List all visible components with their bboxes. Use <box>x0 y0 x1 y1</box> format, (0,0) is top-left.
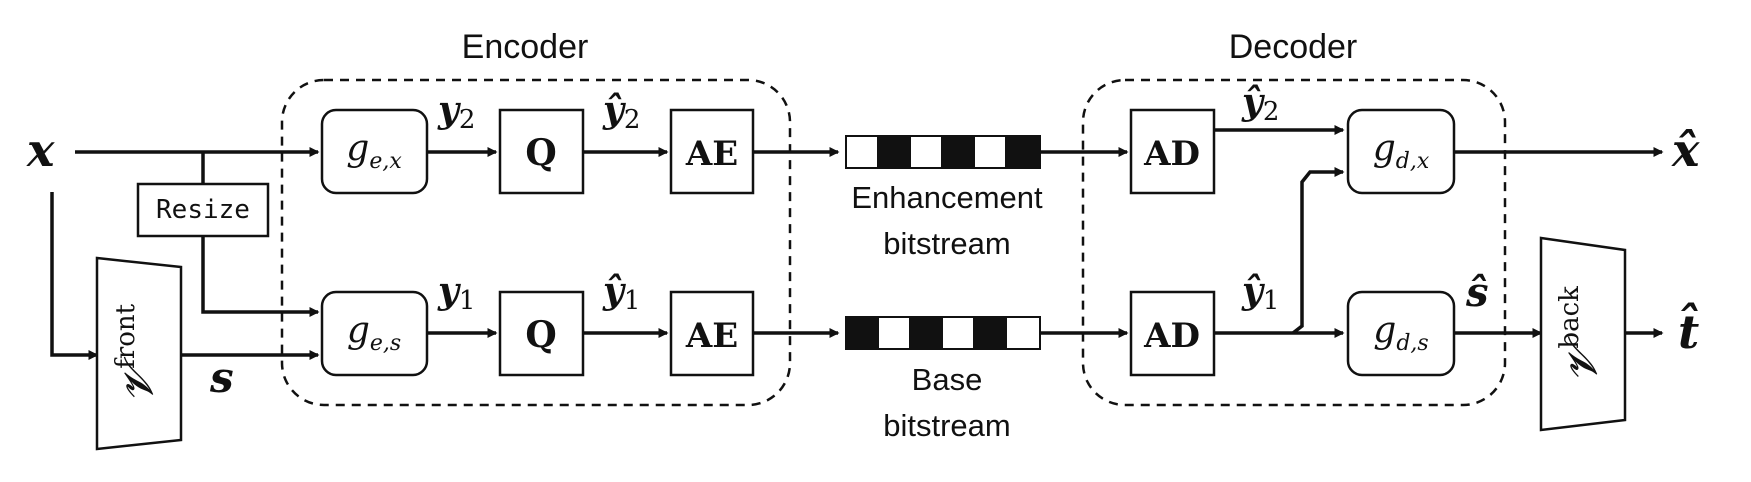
enhancement-bitstream <box>845 135 1041 169</box>
ge-s-label: ge,s <box>347 310 401 356</box>
resize-label: Resize <box>156 195 250 225</box>
gd-x-label: gd,x <box>1373 128 1430 174</box>
base-bitstream-label-1: Base <box>912 362 983 397</box>
signal-y2-hat: ŷ2 <box>602 89 640 135</box>
v-front-label: 𝓥front <box>111 303 162 402</box>
ad-top <box>1129 108 1216 195</box>
ae-bottom <box>669 290 755 377</box>
v-front-block <box>95 256 183 451</box>
signal-y1: y1 <box>437 270 475 316</box>
enhancement-bitstream-label-1: Enhancement <box>851 180 1043 215</box>
input-x: x <box>26 123 55 177</box>
bit-cell <box>1005 316 1041 350</box>
ge-x-label: ge,x <box>346 128 402 174</box>
quantizer-top-label: Q <box>525 132 556 174</box>
bit-cell <box>941 316 975 350</box>
v-back-block <box>1539 236 1627 432</box>
signal-y2-hat-dec: ŷ2 <box>1241 81 1279 127</box>
wires <box>50 125 1664 360</box>
bit-cell <box>909 135 943 169</box>
encoder-title: Encoder <box>462 28 589 66</box>
ae-top-label: AE <box>685 134 738 174</box>
ge-s-block <box>320 290 429 377</box>
bit-cell <box>845 135 879 169</box>
bit-cell <box>1005 135 1041 169</box>
decoder-title: Decoder <box>1229 28 1358 66</box>
resize-box <box>136 182 270 238</box>
base-bitstream <box>845 316 1041 350</box>
ge-x-block <box>320 108 429 195</box>
gd-x-block <box>1346 108 1456 195</box>
output-x-hat: x̂ <box>1671 123 1700 177</box>
v-back-sup: back <box>1555 286 1585 349</box>
quantizer-bottom-label: Q <box>525 314 556 356</box>
bit-cell <box>877 316 911 350</box>
decoder-boundary <box>1081 78 1507 407</box>
bit-cell <box>973 135 1007 169</box>
output-t-hat: t̂ <box>1678 302 1699 359</box>
gd-s-block <box>1346 290 1456 377</box>
ae-bottom-label: AE <box>685 316 738 356</box>
ad-bottom <box>1129 290 1216 377</box>
gd-s-label: gd,s <box>1373 310 1428 356</box>
signal-y2: y2 <box>437 89 475 135</box>
v-back-label: 𝓥back <box>1555 286 1606 382</box>
ad-top-label: AD <box>1143 134 1200 174</box>
quantizer-bottom <box>498 290 585 377</box>
bit-cell <box>845 316 879 350</box>
base-bitstream-label-2: bitstream <box>883 408 1010 443</box>
bit-cell <box>909 316 943 350</box>
enhancement-bitstream-label-2: bitstream <box>883 226 1010 261</box>
signal-s-hat: ŝ <box>1465 269 1489 316</box>
encoder-boundary <box>280 78 792 407</box>
bit-cell <box>941 135 975 169</box>
v-front-sup: front <box>111 303 141 368</box>
quantizer-top <box>498 108 585 195</box>
label-s: s <box>209 353 234 402</box>
bit-cell <box>973 316 1007 350</box>
signal-y1-hat: ŷ1 <box>602 270 640 316</box>
ad-bottom-label: AD <box>1143 316 1200 356</box>
signal-y1-hat-dec: ŷ1 <box>1241 270 1279 316</box>
bit-cell <box>877 135 911 169</box>
ae-top <box>669 108 755 195</box>
